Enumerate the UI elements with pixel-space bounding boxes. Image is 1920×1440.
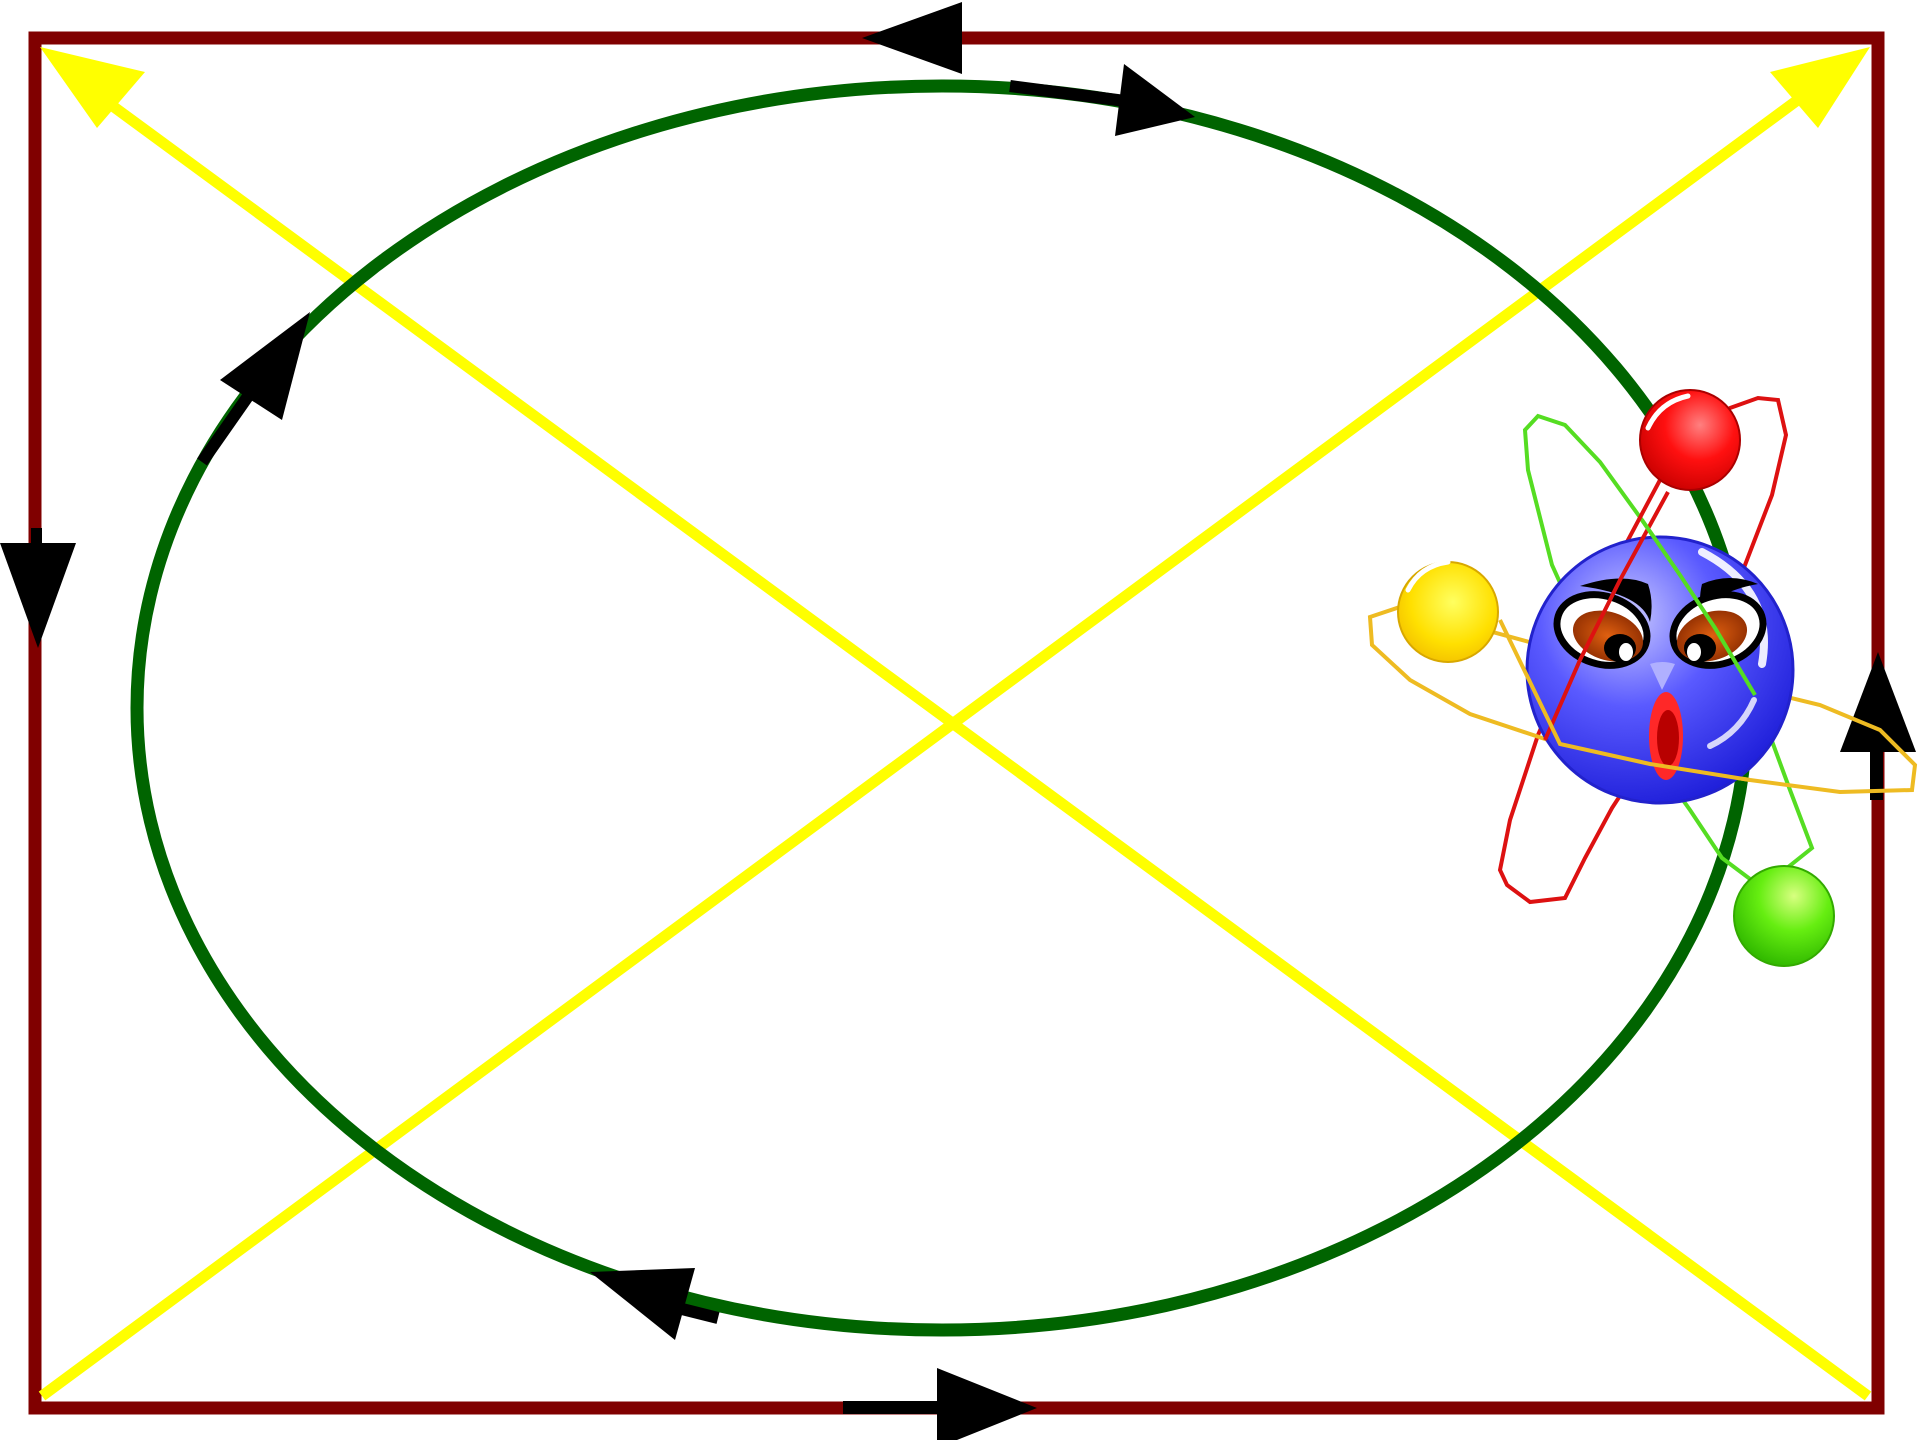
electron-green (1734, 866, 1834, 966)
arrowhead-right-edge-icon (1840, 652, 1916, 752)
arrowhead-top-edge-icon (862, 2, 962, 74)
arrowhead-bottom-edge-icon (937, 1368, 1037, 1440)
arrow-shaft-bottom-edge (843, 1401, 943, 1414)
arrowhead-ellipse-bottom-icon (590, 1268, 695, 1340)
mouth-inner (1657, 710, 1679, 766)
arrowhead-ellipse-top-icon (1115, 64, 1195, 136)
electron-yellow (1398, 562, 1498, 662)
arrowhead-left-edge-icon (0, 543, 76, 648)
ellipse-arrowheads (202, 64, 1195, 1340)
atom-character (1370, 390, 1915, 966)
arrow-shaft-ellipse-top (1010, 86, 1125, 101)
electron-red (1640, 390, 1740, 490)
